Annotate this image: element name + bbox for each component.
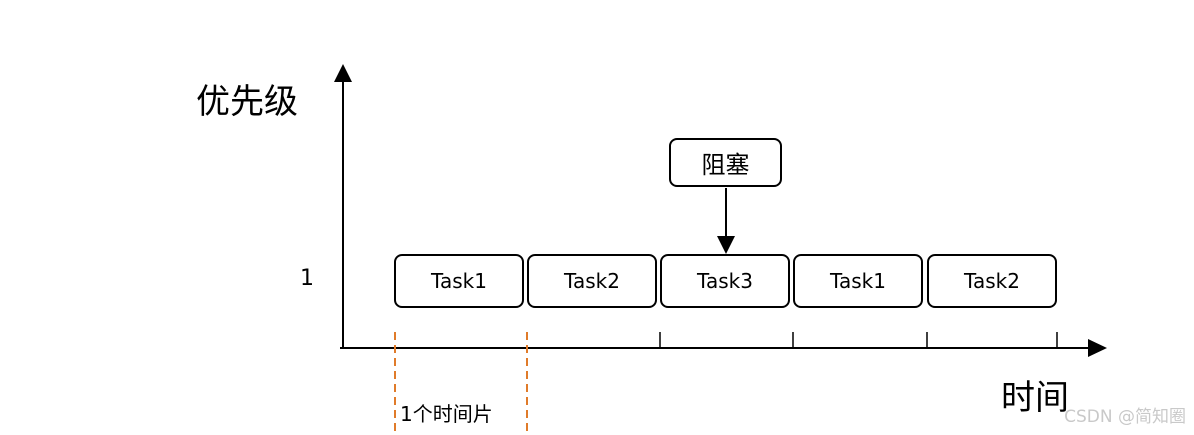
watermark: CSDN @简知圈	[1064, 407, 1186, 427]
x-axis-arrowhead	[1088, 339, 1107, 357]
task-box: Task2	[527, 254, 657, 308]
priority-tick-label: 1	[300, 266, 314, 291]
block-arrowhead	[717, 236, 735, 254]
task-box: Task2	[927, 254, 1057, 308]
task-box: Task1	[394, 254, 524, 308]
task-box: Task1	[793, 254, 923, 308]
time-slice-label: 1个时间片	[400, 402, 493, 426]
priority-axis-label: 优先级	[196, 82, 298, 122]
time-axis-label: 时间	[1001, 378, 1069, 418]
block-callout: 阻塞	[669, 138, 782, 187]
task-box: Task3	[660, 254, 790, 308]
y-axis-arrowhead	[334, 64, 352, 82]
